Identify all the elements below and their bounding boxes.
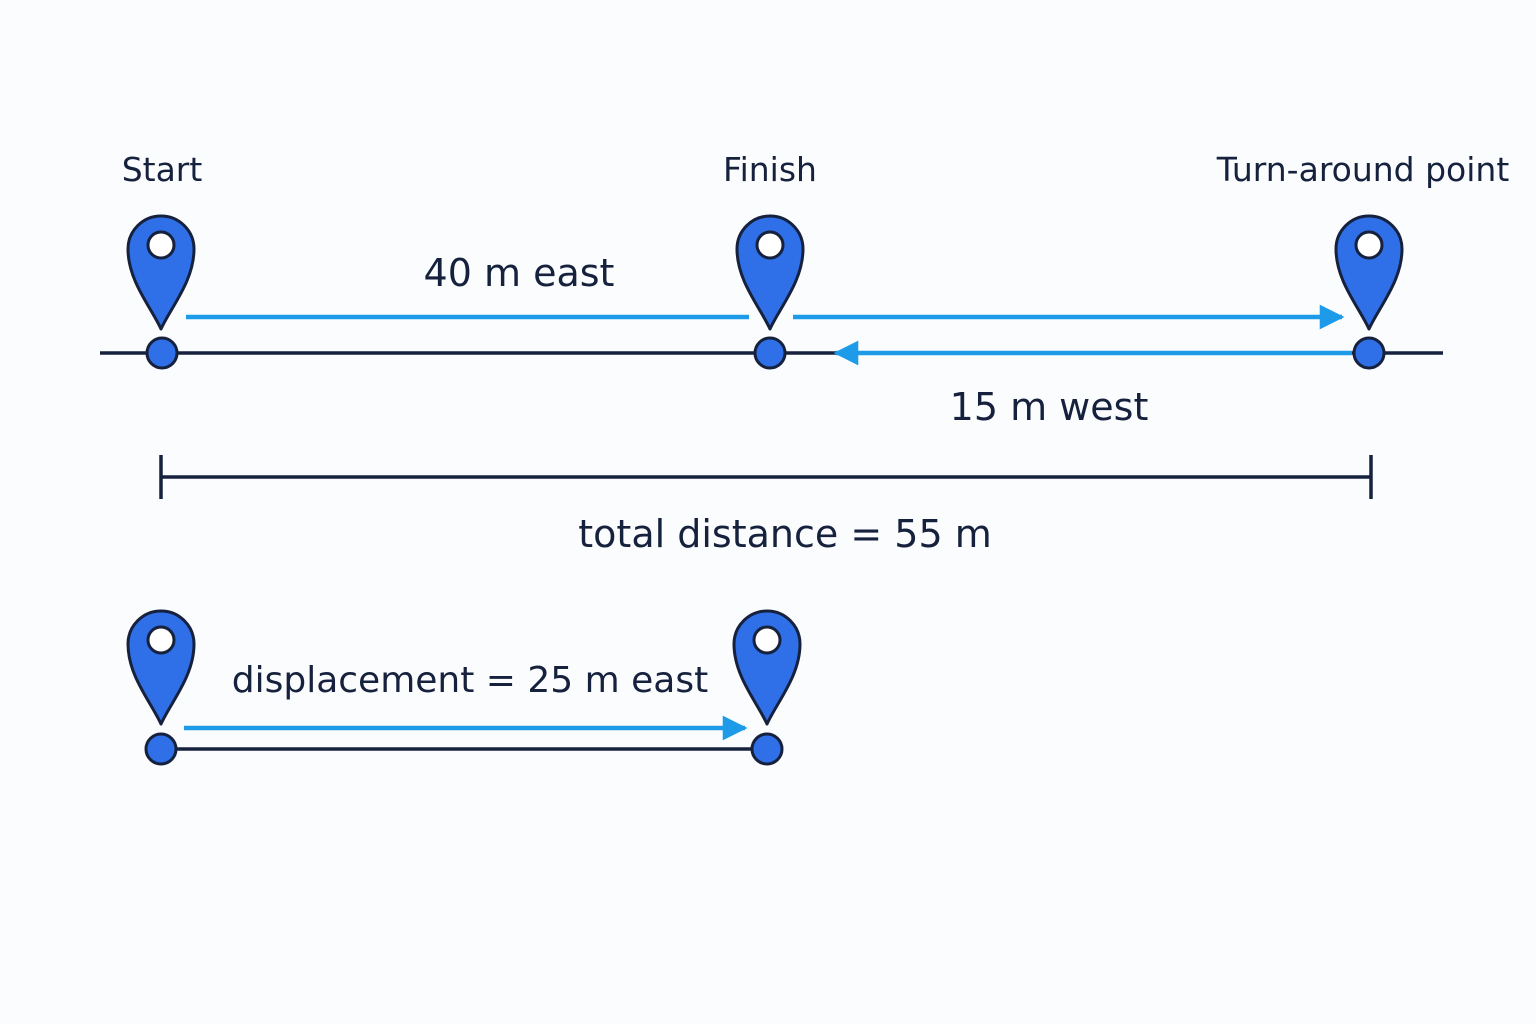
displacement-finish-dot [750, 732, 784, 766]
start-dot [145, 336, 179, 370]
turnaround-dot [1352, 336, 1386, 370]
start-pin-icon [126, 214, 196, 331]
start-label: Start [122, 150, 203, 189]
turnaround-pin-icon [1334, 214, 1404, 331]
turnaround-label: Turn-around point [1216, 150, 1510, 189]
total-distance-bracket [159, 455, 1373, 499]
finish-dot [753, 336, 787, 370]
total-distance-label: total distance = 55 m [578, 512, 991, 556]
displacement-label: displacement = 25 m east [232, 660, 709, 701]
displacement-finish-pin-icon [732, 609, 802, 726]
east-leg-label: 40 m east [424, 251, 615, 295]
finish-label: Finish [723, 150, 817, 189]
displacement-start-pin-icon [126, 609, 196, 726]
west-leg-label: 15 m west [950, 385, 1149, 429]
finish-pin-icon [735, 214, 805, 331]
displacement-start-dot [144, 732, 178, 766]
